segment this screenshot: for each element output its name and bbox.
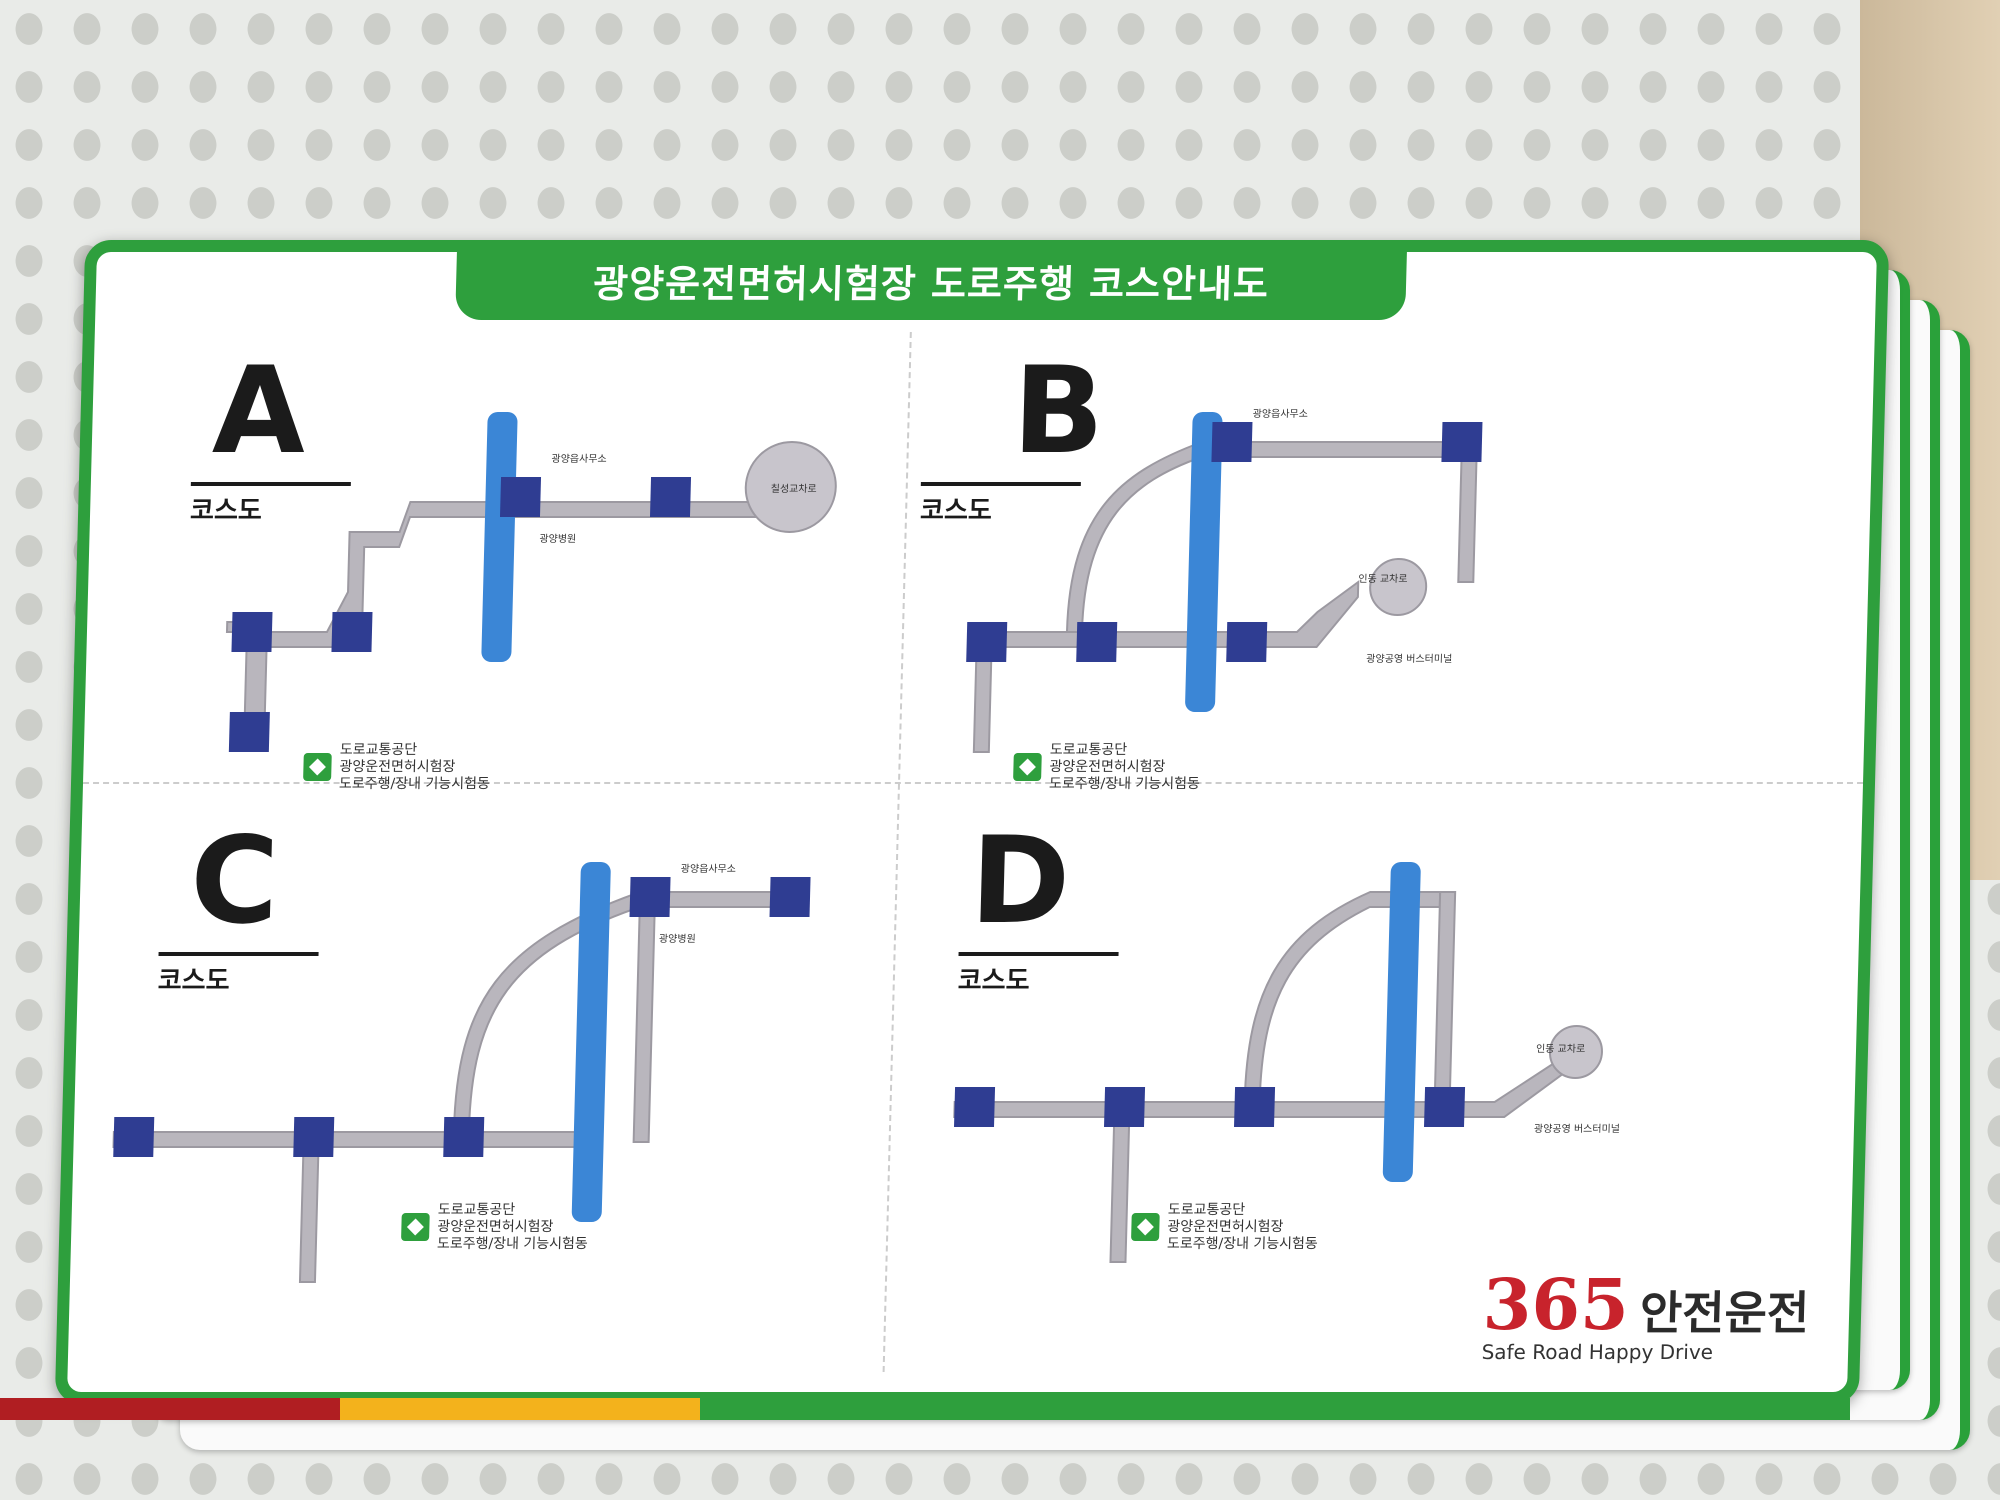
brand-line2: 광양운전면허시험장	[1049, 758, 1166, 775]
brand-line1: 도로교통공단	[1167, 1202, 1246, 1218]
intersection-node-a3	[331, 612, 373, 652]
road-vertical-c	[632, 891, 657, 1143]
brand-line2: 광양운전면허시험장	[437, 1218, 554, 1235]
rotary-d	[1548, 1025, 1603, 1079]
sheet-title: 광양운전면허시험장 도로주행 코스안내도	[455, 240, 1408, 320]
label-tax-office-c: 광양읍사무소	[681, 863, 737, 875]
brand-c: 도로교통공단 광양운전면허시험장 도로주행/장내 기능시험동	[401, 1202, 589, 1252]
intersection-node-a5	[228, 712, 270, 752]
course-b-map: 광양읍사무소 인동 교차로 광양공영 버스터미널	[966, 408, 1483, 753]
label-rotary-d: 인동 교차로	[1536, 1043, 1585, 1055]
label-tax-office-b: 광양읍사무소	[1253, 408, 1309, 420]
panel-course-d: D 코스도 인동 교차로 광양공영 버스터미널 도로교통공단 광양운전면허시험장…	[889, 802, 1702, 1302]
label-terminal-d: 광양공영 버스터미널	[1534, 1123, 1620, 1135]
slogan-number: 365	[1481, 1263, 1631, 1346]
course-c-map: 광양읍사무소 광양병원	[112, 862, 811, 1283]
panel-course-b: B 코스도 광양읍사무소 인동 교차로 광양공영 버스터미널 도로교통공단 광양…	[912, 332, 1725, 832]
brand-d: 도로교통공단 광양운전면허시험장 도로주행/장내 기능시험동	[1131, 1202, 1319, 1252]
intersection-node-a4	[231, 612, 273, 652]
rotary-a	[744, 441, 837, 533]
intersection-node-c4	[629, 877, 671, 917]
label-hospital-c: 광양병원	[659, 933, 696, 945]
river-d	[1382, 862, 1421, 1182]
course-d-map: 인동 교차로 광양공영 버스터미널	[953, 862, 1620, 1263]
brand-logo-icon	[1013, 753, 1042, 782]
intersection-node-b2	[1441, 422, 1483, 462]
brand-logo-icon	[303, 753, 332, 782]
bottom-color-stripes	[0, 1398, 1850, 1420]
intersection-node-c5	[769, 877, 811, 917]
label-hospital-a: 광양병원	[539, 533, 576, 545]
brand-logo-icon	[401, 1213, 430, 1242]
brand-line1: 도로교통공단	[437, 1202, 516, 1218]
intersection-node-b5	[1226, 622, 1268, 662]
intersection-node-d3	[1234, 1087, 1276, 1127]
brand-line1: 도로교통공단	[1049, 742, 1128, 758]
river-c	[571, 862, 611, 1222]
brand-line3: 도로주행/장내 기능시험동	[338, 775, 491, 792]
river-a	[481, 412, 518, 662]
panel-course-a: A 코스도 광양읍사무소 광양병원 칠성교차로 도로교통공단 광양운전면허시험장…	[102, 332, 915, 832]
intersection-node-b3	[1076, 622, 1118, 662]
intersection-node-d4	[1424, 1087, 1466, 1127]
brand-a: 도로교통공단 광양운전면허시험장 도로주행/장내 기능시험동	[303, 742, 491, 792]
river-b	[1185, 412, 1223, 712]
course-map-sheet: 광양운전면허시험장 도로주행 코스안내도 A 코스도 광양읍사무소 광양병원 칠…	[54, 240, 1890, 1404]
intersection-node-a1	[499, 477, 542, 517]
brand-line3: 도로주행/장내 기능시험동	[1166, 1235, 1319, 1252]
brand-line2: 광양운전면허시험장	[339, 758, 456, 775]
intersection-node-c3	[443, 1117, 485, 1157]
label-tax-office-a: 광양읍사무소	[551, 453, 607, 465]
brand-line1: 도로교통공단	[339, 742, 418, 758]
brand-line2: 광양운전면허시험장	[1167, 1218, 1284, 1235]
slogan: 365 안전운전 Safe Road Happy Drive	[1481, 1263, 1810, 1364]
panel-course-c: C 코스도 광양읍사무소 광양병원 도로교통공단 광양운전면허시험장 도로주행/…	[69, 802, 882, 1302]
label-rotary-b: 인동 교차로	[1358, 573, 1407, 585]
intersection-node-b1	[1211, 422, 1253, 462]
brand-line3: 도로주행/장내 기능시험동	[1048, 775, 1201, 792]
label-rotary-a: 칠성교차로	[771, 483, 817, 495]
intersection-node-c1	[113, 1117, 155, 1157]
brand-line3: 도로주행/장내 기능시험동	[436, 1235, 589, 1252]
intersection-node-c2	[293, 1117, 335, 1157]
rotary-b	[1369, 558, 1428, 616]
intersection-node-d1	[954, 1087, 996, 1127]
brand-logo-icon	[1131, 1213, 1160, 1242]
slogan-text: 안전운전	[1639, 1286, 1810, 1340]
course-a-map: 광양읍사무소 광양병원 칠성교차로	[225, 412, 837, 752]
intersection-node-b4	[966, 622, 1008, 662]
intersection-node-a2	[649, 477, 692, 517]
road-vertical-d	[1433, 891, 1457, 1113]
intersection-node-d2	[1104, 1087, 1146, 1127]
brand-b: 도로교통공단 광양운전면허시험장 도로주행/장내 기능시험동	[1013, 742, 1201, 792]
label-terminal-b: 광양공영 버스터미널	[1366, 653, 1452, 665]
